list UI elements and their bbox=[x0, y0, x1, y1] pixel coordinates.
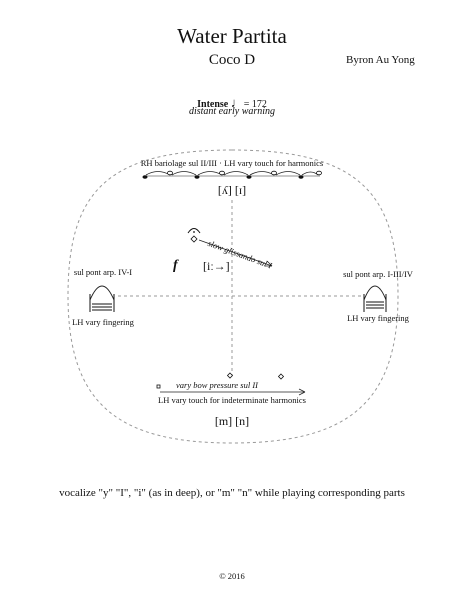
piece-title: Water Partita bbox=[177, 24, 287, 48]
center-ipa: [iː→] bbox=[203, 259, 230, 273]
bottom-ipa: [m] [n] bbox=[214, 414, 250, 428]
quarter-note-icon: ♩ bbox=[230, 95, 244, 110]
bottom-instruction: LH vary touch for indeterminate harmonic… bbox=[158, 395, 306, 405]
harmonic-note-icon bbox=[226, 372, 234, 379]
dynamic-marking: f bbox=[173, 258, 178, 273]
glissando-figure bbox=[187, 228, 273, 267]
tempo-bpm: = 172 bbox=[243, 99, 267, 110]
bariolage-figure bbox=[142, 170, 322, 179]
expression-text: distant early warning bbox=[188, 106, 276, 117]
composer-name: Byron Au Yong bbox=[346, 54, 415, 66]
footer-note: vocalize "y" "I", "i" (as in deep), or "… bbox=[59, 487, 405, 499]
right-instruction: sul pont arp. I-III/IV bbox=[343, 269, 413, 279]
harmonic-note-icon bbox=[190, 235, 198, 243]
left-fingering: LH vary fingering bbox=[72, 317, 134, 327]
fermata-icon bbox=[187, 228, 201, 234]
tempo-label: Intense bbox=[197, 99, 229, 110]
left-arpeggio-figure bbox=[89, 285, 115, 312]
dashed-boundary bbox=[67, 149, 399, 444]
right-fingering: LH vary fingering bbox=[347, 313, 409, 323]
harmonic-note-icon bbox=[277, 373, 285, 380]
top-instruction: RH bariolage sul II/III · LH vary touch … bbox=[140, 158, 324, 168]
piece-subtitle: Coco D bbox=[208, 52, 256, 68]
bow-pressure-figure bbox=[156, 372, 306, 396]
top-ipa: [ʎ] [ɪ] bbox=[217, 183, 247, 197]
bow-label: vary bow pressure sul II bbox=[176, 380, 258, 390]
tempo-marking: Intense ♩= 172 bbox=[197, 95, 267, 111]
copyright: © 2016 bbox=[219, 571, 245, 581]
left-instruction: sul pont arp. IV-I bbox=[73, 267, 133, 277]
right-arpeggio-figure bbox=[363, 285, 387, 312]
